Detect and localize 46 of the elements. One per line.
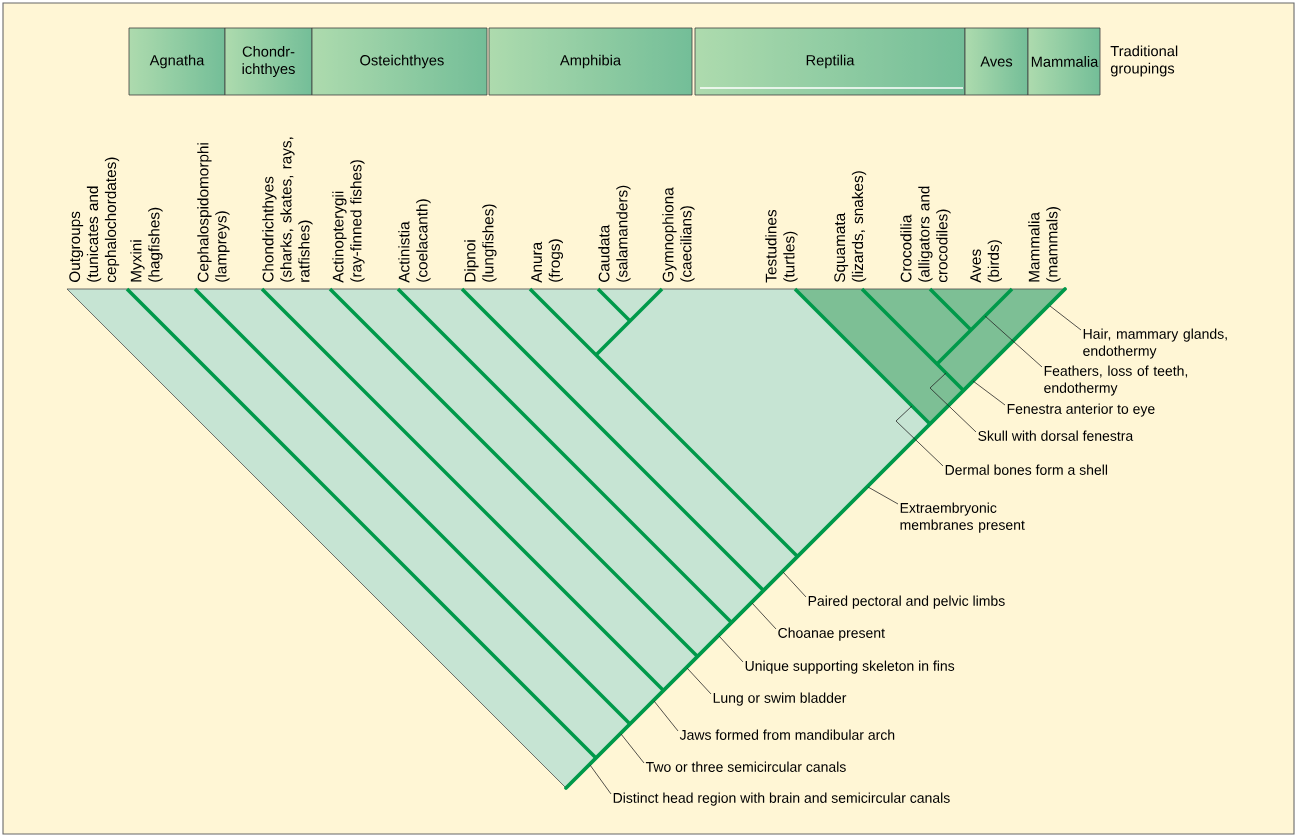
taxon-label: Crocodilia (alligators and crocodiles) [900,186,951,283]
leader-line [984,315,1043,368]
trait-label: Extraembryonic membranes present [900,502,1025,533]
leader-line [653,700,679,732]
taxon-label: Gymnophiona (caecilians) [662,187,695,282]
taxon-label: Myxini (hagfishes) [130,207,163,282]
trait-label: Paired pectoral and pelvic limbs [808,595,1005,609]
trait-label: Hair, mammary glands, endothermy [1083,328,1227,359]
trait-label: Distinct head region with brain and semicircular canals [613,792,950,806]
group-box: Mammalia [1027,27,1101,96]
leader-line [867,486,899,505]
taxon-label: Squamata (lizards, snakes) [834,171,867,283]
trait-label: Feathers, loss of teeth, endothermy [1044,365,1188,396]
taxon-label: Caudata (salamanders) [598,185,631,282]
taxon-label: Mammalia (mammals) [1028,207,1061,282]
trait-label: Choanae present [778,627,885,641]
group-box: Chondr- ichthyes [224,27,313,96]
leader-line [686,667,712,695]
trait-label: Unique supporting skeleton in fins [745,660,955,674]
leader-line [1049,305,1082,331]
leader-line [751,602,777,630]
trait-label: Two or three semicircular canals [645,761,846,772]
leader-line [782,571,807,598]
trait-label: Lung or swim bladder [713,692,847,706]
trait-label: Dermal bones form a shell [945,464,1108,475]
taxon-label: Chondrichthyes (sharks, skates, rays, ratfishes) [262,137,313,282]
trait-label: Skull with dorsal fenestra [978,430,1134,441]
leader-line [972,380,1006,406]
trait-label: Fenestra anterior to eye [1007,403,1155,417]
leader-line [929,372,977,433]
leader-line [718,635,744,663]
leader-line [589,764,612,795]
group-box: Aves [964,27,1029,96]
taxon-label: Dipnoi (lungfishes) [464,204,497,282]
taxon-label: Actinopterygii (ray-finned fishes) [332,160,365,283]
group-box: Agnatha [128,27,226,96]
taxon-label: Anura (frogs) [531,239,563,283]
taxon-label: Outgroups (tunicates and cephalochordates) [69,157,120,283]
leader-line [620,733,645,764]
taxon-label: Cephalospidomorphi (lampreys) [197,143,230,282]
group-box: Amphibia [488,27,693,96]
leader-line [895,405,944,467]
trait-label: Jaws formed from mandibular arch [679,729,895,740]
taxon-label: Actinistia (coelacanth) [398,199,431,283]
taxon-label: Testudines (turtles) [765,210,798,283]
taxon-label: Aves (birds) [970,240,1002,283]
